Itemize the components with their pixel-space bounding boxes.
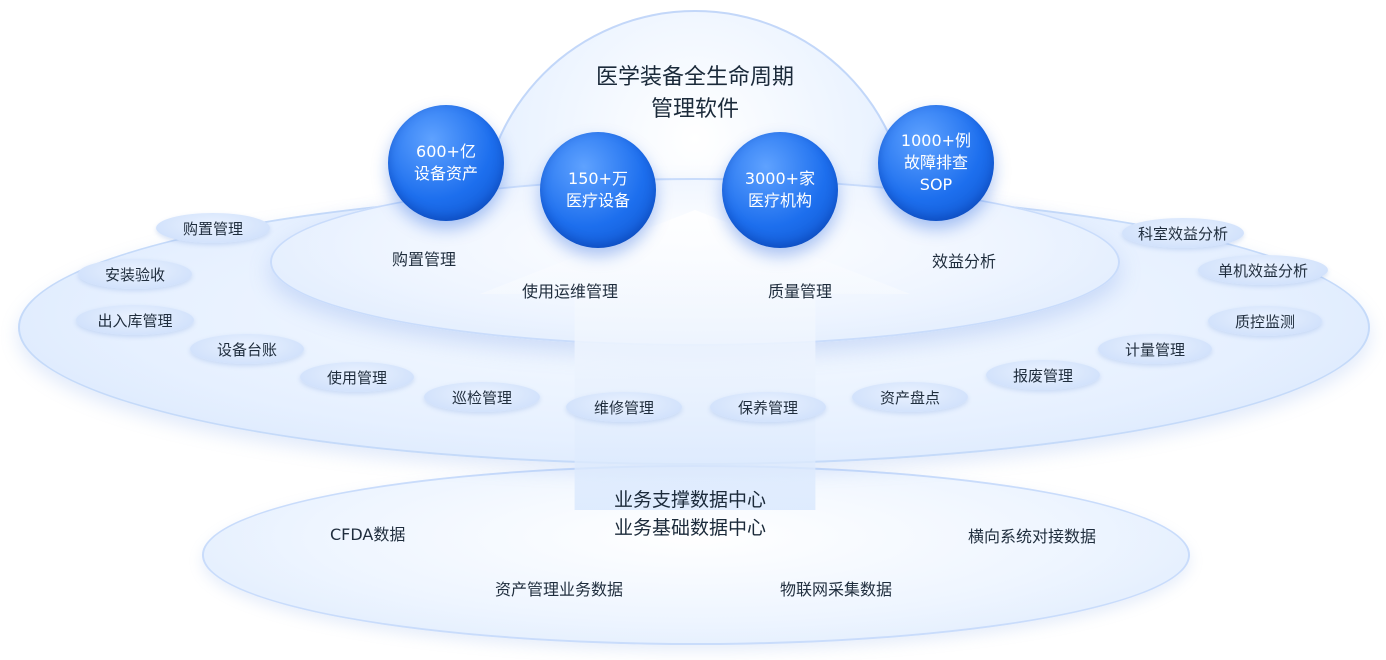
- stat-value: 1000+例: [900, 131, 972, 150]
- stat-circle-devices: 150+万 医疗设备: [540, 132, 656, 248]
- bottom-item-cfda: CFDA数据: [330, 525, 406, 544]
- stat-value: 3000+家: [744, 169, 816, 188]
- stat-value: 150+万: [568, 169, 628, 188]
- data-center-line-2: 业务基础数据中心: [613, 517, 766, 539]
- data-center-line-1: 业务支撑数据中心: [613, 489, 766, 511]
- title-line-2: 管理软件: [650, 97, 739, 122]
- middle-item: 使用管理: [300, 362, 414, 392]
- top-item-benefit: 效益分析: [932, 252, 997, 271]
- top-item-quality: 质量管理: [768, 282, 833, 301]
- middle-item: 购置管理: [156, 213, 270, 243]
- stat-label: 故障排查: [903, 153, 968, 172]
- top-item-operation: 使用运维管理: [522, 282, 619, 301]
- middle-item: 维修管理: [566, 392, 682, 422]
- stat-value: 600+亿: [416, 142, 476, 161]
- middle-item: 质控监测: [1208, 306, 1322, 336]
- bottom-item-asset-data: 资产管理业务数据: [495, 580, 624, 599]
- stat-label: 设备资产: [413, 164, 478, 183]
- bottom-item-iot-data: 物联网采集数据: [780, 580, 893, 599]
- title-line-1: 医学装备全生命周期: [595, 65, 794, 90]
- middle-item: 资产盘点: [852, 382, 968, 412]
- middle-item: 科室效益分析: [1122, 218, 1244, 248]
- stat-circle-sop: 1000+例 故障排查 SOP: [878, 105, 994, 221]
- stat-label-2: SOP: [919, 175, 953, 194]
- middle-item: 安装验收: [78, 259, 192, 289]
- stat-label: 医疗设备: [565, 191, 630, 210]
- stat-circle-institutions: 3000+家 医疗机构: [722, 132, 838, 248]
- middle-item: 设备台账: [190, 334, 304, 364]
- top-item-purchase: 购置管理: [392, 250, 457, 269]
- stat-label: 医疗机构: [747, 191, 812, 210]
- middle-item: 保养管理: [710, 392, 826, 422]
- middle-item: 出入库管理: [76, 305, 194, 335]
- diagram-title: 医学装备全生命周期 管理软件: [520, 62, 870, 126]
- bottom-item-integration-data: 横向系统对接数据: [968, 527, 1097, 546]
- stat-circle-assets: 600+亿 设备资产: [388, 105, 504, 221]
- middle-item: 计量管理: [1098, 334, 1212, 364]
- middle-item: 报废管理: [986, 360, 1100, 390]
- middle-item: 单机效益分析: [1198, 255, 1328, 285]
- middle-item: 巡检管理: [424, 382, 540, 412]
- data-center-title: 业务支撑数据中心 业务基础数据中心: [560, 486, 820, 542]
